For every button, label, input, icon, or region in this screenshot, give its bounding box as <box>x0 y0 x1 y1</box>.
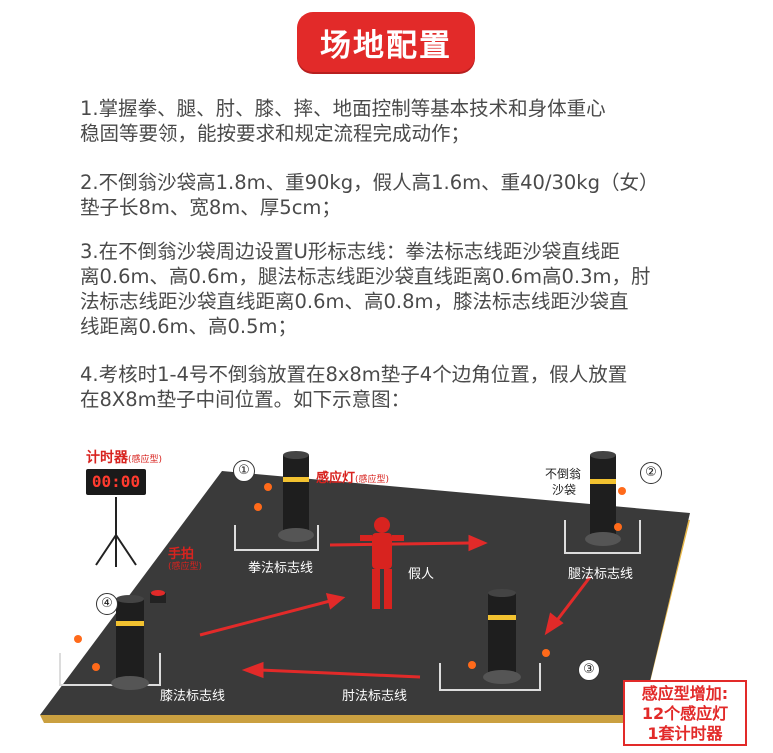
number-4: ④ <box>96 593 118 615</box>
paragraph-2: 2.不倒翁沙袋高1.8m、重90kg，假人高1.6m、重40/30kg（女） 垫… <box>80 171 659 219</box>
bag-4 <box>111 595 149 690</box>
timer-sub-text: (感应型) <box>128 455 163 465</box>
bag-label-line2: 沙袋 <box>552 483 577 497</box>
page-title: 场地配置 <box>320 27 452 64</box>
number-1: ① <box>233 460 255 482</box>
title-banner: 场地配置 <box>297 12 475 72</box>
diagram-graphic <box>40 451 690 723</box>
light-label-text: 感应灯 <box>316 471 356 486</box>
flow-arrows <box>199 534 592 679</box>
kick-line-label: 腿法标志线 <box>568 567 634 582</box>
dummy-label: 假人 <box>408 567 435 582</box>
clap-sub: (感应型) <box>168 562 203 572</box>
timer-label: 计时器(感应型) <box>86 447 162 467</box>
bag-1 <box>278 451 314 542</box>
knee-line-label: 膝法标志线 <box>160 689 226 704</box>
note-box: 感应型增加: 12个感应灯 1套计时器 <box>623 680 747 746</box>
bag-label-line1: 不倒翁 <box>545 467 582 481</box>
paragraph-3: 3.在不倒翁沙袋周边设置U形标志线：拳法标志线距沙袋直线距 离0.6m、高0.6… <box>80 240 651 338</box>
u-lines <box>59 520 641 691</box>
paragraph-4: 4.考核时1-4号不倒翁放置在8x8m垫子4个边角位置，假人放置 在8X8m垫子… <box>80 363 628 411</box>
timer-stand <box>95 497 137 567</box>
light-label: 感应灯(感应型) <box>316 467 389 486</box>
bag-2 <box>585 451 621 546</box>
clap-label: 手拍 <box>168 547 195 562</box>
bag-3 <box>483 589 521 684</box>
sensor-lights <box>74 483 626 671</box>
number-3: ③ <box>578 659 600 681</box>
clap-pad <box>150 590 166 603</box>
dummy-figure <box>360 517 404 609</box>
note-line-1: 感应型增加: <box>641 684 729 703</box>
light-sub-text: (感应型) <box>355 475 390 485</box>
timer-label-text: 计时器 <box>86 450 128 466</box>
elbow-line-label: 肘法标志线 <box>342 689 408 704</box>
timer-display: 00:00 <box>86 469 146 495</box>
field-diagram: 00:00 计时器(感应型) 感应灯(感应型) 手拍 (感应型) 不倒翁 沙袋 … <box>0 425 773 753</box>
punch-line-label: 拳法标志线 <box>248 561 314 576</box>
note-line-2: 12个感应灯 <box>641 704 729 723</box>
paragraph-1: 1.掌握拳、腿、肘、膝、摔、地面控制等基本技术和身体重心 稳固等要领，能按要求和… <box>80 97 606 145</box>
number-2: ② <box>640 462 662 484</box>
mat <box>40 471 690 715</box>
note-line-3: 1套计时器 <box>647 724 723 743</box>
